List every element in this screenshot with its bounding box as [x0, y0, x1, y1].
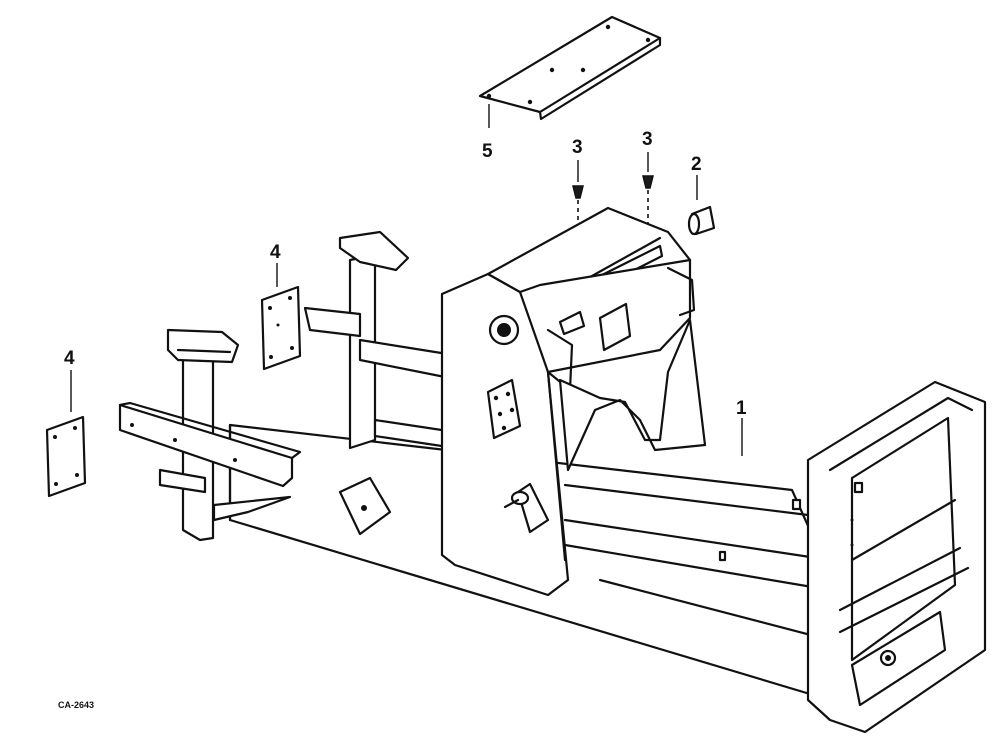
callout-4-left: 4 — [64, 348, 75, 369]
part-2-bushing — [687, 175, 716, 236]
callout-2: 2 — [691, 154, 702, 175]
callout-4-right: 4 — [270, 242, 281, 263]
callout-5: 5 — [482, 141, 493, 162]
reference-code: CA-2643 — [58, 700, 94, 710]
part-5-cover-plate — [478, 15, 662, 128]
callout-3-right: 3 — [642, 129, 653, 150]
callout-1: 1 — [736, 398, 747, 419]
part-4-pad-right — [260, 263, 302, 371]
callout-3-left: 3 — [572, 137, 583, 158]
part-4-pad-left — [45, 370, 87, 498]
part-1-main-frame — [118, 206, 987, 734]
